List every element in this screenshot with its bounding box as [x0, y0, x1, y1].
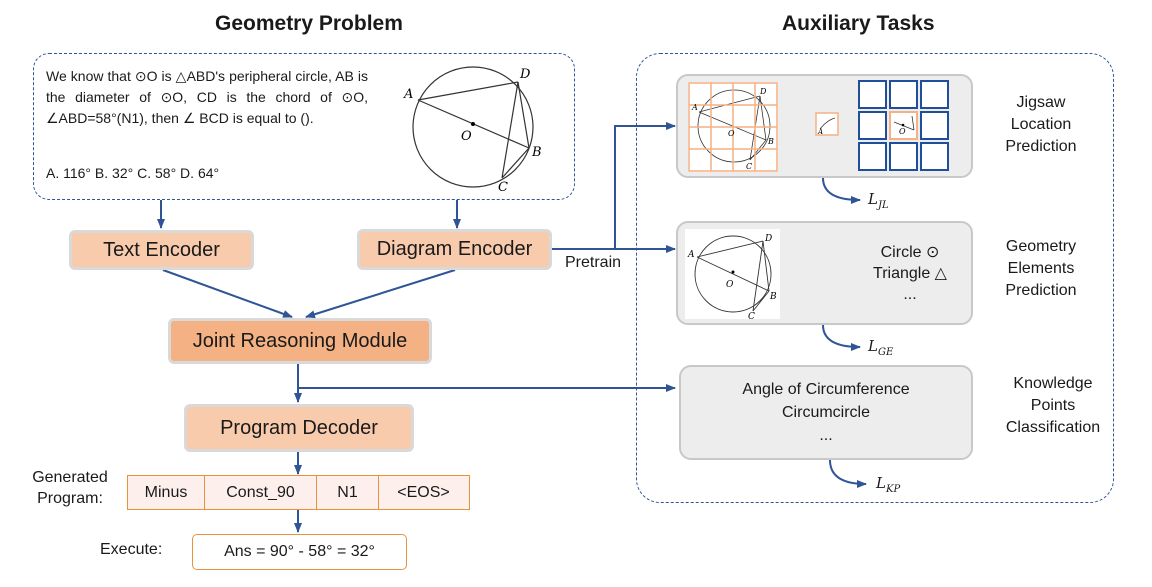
knowledge-loss-label: LKP	[876, 474, 901, 495]
arrow-jigsaw-loss	[822, 177, 861, 204]
svg-text:A: A	[691, 103, 698, 112]
text-encoder-box: Text Encoder	[69, 230, 254, 270]
jigsaw-loss-label: LJL	[868, 190, 889, 211]
svg-text:D: D	[764, 234, 772, 244]
arrow-text-encoder-to-joint	[162, 269, 293, 318]
element-item-triangle: Triangle △	[873, 265, 947, 282]
jigsaw-cell	[920, 142, 949, 171]
svg-text:B: B	[767, 137, 774, 146]
point-label-a: A	[403, 87, 413, 102]
elements-list: Circle ⊙ Triangle △ ...	[860, 242, 960, 305]
arrow-knowledge-loss	[829, 459, 867, 488]
problem-options: A. 116° B. 32° C. 58° D. 64°	[46, 165, 220, 181]
element-item-circle: Circle ⊙	[880, 244, 940, 261]
jigsaw-piece-image: A	[815, 112, 839, 136]
arrow-elements-loss	[822, 324, 861, 351]
elements-circle-image: A B C D O	[685, 229, 780, 319]
program-token: <EOS>	[397, 483, 450, 501]
svg-text:D: D	[759, 87, 767, 96]
auxiliary-tasks-box	[636, 53, 1114, 503]
center-point	[471, 122, 475, 126]
point-label-c: C	[498, 180, 508, 195]
knowledge-item: Circumcircle	[782, 404, 870, 421]
program-token: Const_90	[205, 476, 317, 509]
circle-outline	[412, 66, 534, 188]
jigsaw-center-label: O	[899, 127, 906, 136]
point-label-b: B	[531, 145, 542, 160]
knowledge-task-box	[679, 365, 973, 460]
program-token: N1	[317, 476, 379, 509]
segment-ad	[417, 81, 519, 101]
problem-circle-diagram: A B C D O	[403, 66, 542, 195]
jigsaw-task-title: Jigsaw Location Prediction	[1005, 94, 1077, 155]
program-token-row: Minus Const_90 N1 <EOS>	[127, 475, 470, 510]
generated-program-label: Generated Program:	[32, 469, 108, 507]
knowledge-task-title: Knowledge Points Classification	[1005, 375, 1101, 436]
program-token: Minus	[128, 476, 205, 509]
elements-task-title: Geometry Elements Prediction	[1005, 238, 1077, 299]
execute-label: Execute:	[100, 541, 163, 558]
joint-reasoning-box: Joint Reasoning Module	[168, 318, 432, 364]
svg-text:O: O	[728, 129, 735, 138]
jigsaw-grid-image: A B C D O	[688, 82, 778, 172]
segment-cb	[501, 147, 530, 179]
knowledge-list: Angle of Circumference Circumcircle ...	[679, 378, 973, 447]
pretrain-label: Pretrain	[565, 254, 622, 271]
jigsaw-cell	[920, 80, 949, 109]
jigsaw-cell	[858, 80, 887, 109]
point-label-d: D	[519, 67, 531, 82]
elements-loss-label: LGE	[868, 337, 894, 358]
arrow-diagram-encoder-to-joint	[305, 269, 456, 319]
svg-text:C: C	[746, 162, 752, 171]
program-decoder-box: Program Decoder	[184, 404, 414, 452]
svg-text:C: C	[748, 312, 755, 319]
jigsaw-cell	[889, 142, 918, 171]
arrow-pretrain-to-jigsaw	[614, 122, 676, 249]
jigsaw-center-dot	[901, 123, 905, 127]
svg-text:B: B	[769, 292, 777, 302]
point-label-o: O	[461, 129, 472, 144]
jigsaw-cell	[858, 111, 887, 140]
segment-db	[517, 81, 530, 149]
execute-result-box: Ans = 90° - 58° = 32°	[192, 534, 407, 570]
heading-geometry-problem: Geometry Problem	[215, 12, 403, 35]
jigsaw-cell	[858, 142, 887, 171]
knowledge-item-ellipsis: ...	[819, 427, 833, 444]
svg-text:O: O	[726, 280, 734, 290]
svg-text:A: A	[817, 128, 823, 136]
jigsaw-cell	[889, 80, 918, 109]
problem-text: We know that ⊙O is △ABD's peripheral cir…	[46, 68, 368, 126]
jigsaw-center-sketch	[893, 115, 915, 131]
problem-box	[33, 53, 575, 200]
jigsaw-cell	[920, 111, 949, 140]
diagram-encoder-box: Diagram Encoder	[357, 229, 552, 270]
heading-auxiliary-tasks: Auxiliary Tasks	[782, 12, 935, 35]
knowledge-item: Angle of Circumference	[742, 381, 910, 398]
svg-text:A: A	[687, 250, 695, 260]
segment-dc	[501, 81, 519, 179]
jigsaw-position-grid: O	[858, 80, 949, 171]
element-item-ellipsis: ...	[903, 286, 917, 303]
